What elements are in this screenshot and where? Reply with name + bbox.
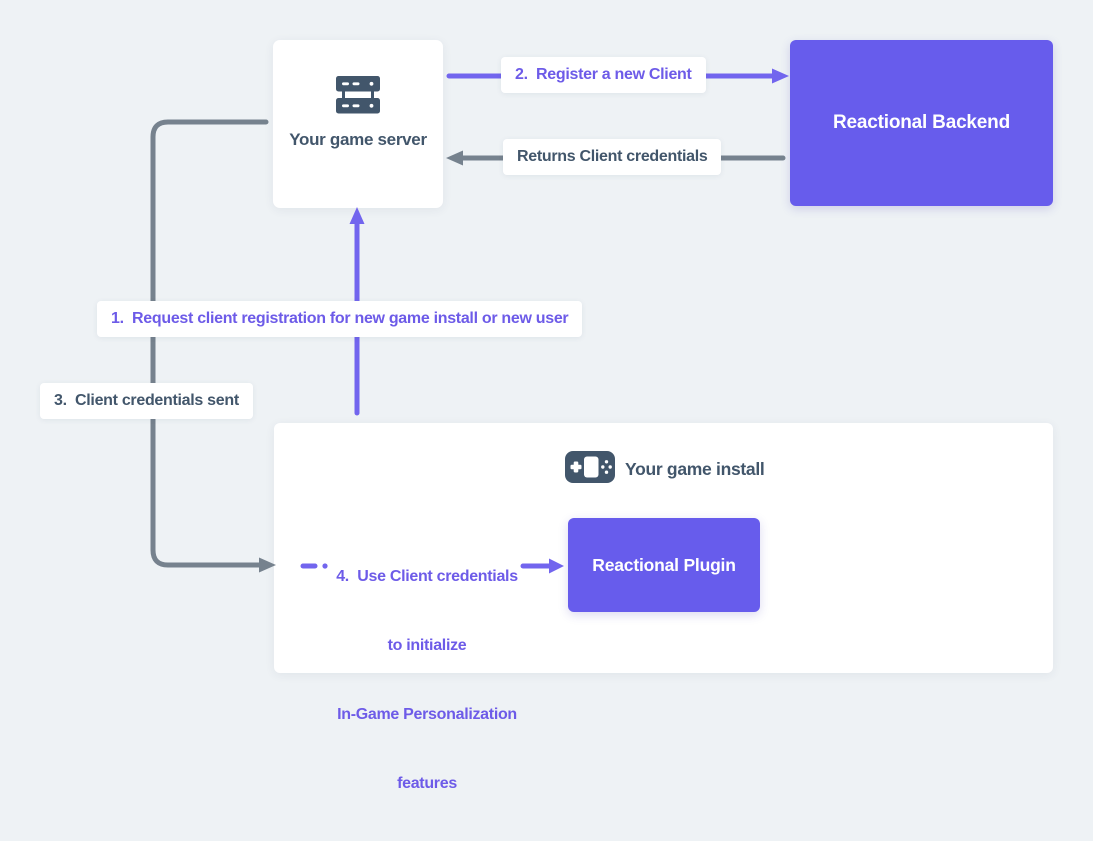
game-install-label: Your game install bbox=[625, 458, 765, 479]
step4-line-3: In-Game Personalization bbox=[337, 706, 517, 723]
step1-label: 1. Request client registration for new g… bbox=[97, 301, 583, 337]
reactional-backend-node: Reactional Backend bbox=[790, 40, 1053, 206]
game-install-header: Your game install bbox=[565, 450, 765, 488]
step4-label: 4. Use Client credentials to initialize … bbox=[307, 519, 547, 841]
reactional-backend-label: Reactional Backend bbox=[833, 112, 1010, 133]
diagram-canvas: Your game server Reactional Backend bbox=[40, 40, 1053, 792]
step4-line-4: features bbox=[397, 775, 457, 792]
step3-label: 3. Client credentials sent bbox=[40, 383, 253, 419]
returns-label: Returns Client credentials bbox=[503, 139, 722, 175]
reactional-plugin-label: Reactional Plugin bbox=[592, 554, 736, 575]
game-server-node: Your game server bbox=[273, 40, 443, 208]
step4-line-2: to initialize bbox=[387, 637, 467, 654]
gamepad-icon bbox=[565, 450, 615, 488]
reactional-plugin-node: Reactional Plugin bbox=[568, 518, 760, 612]
server-icon bbox=[334, 74, 382, 121]
step2-label: 2. Register a new Client bbox=[501, 57, 706, 93]
step4-line-1: 4. Use Client credentials bbox=[336, 568, 518, 585]
game-server-label: Your game server bbox=[289, 130, 427, 149]
